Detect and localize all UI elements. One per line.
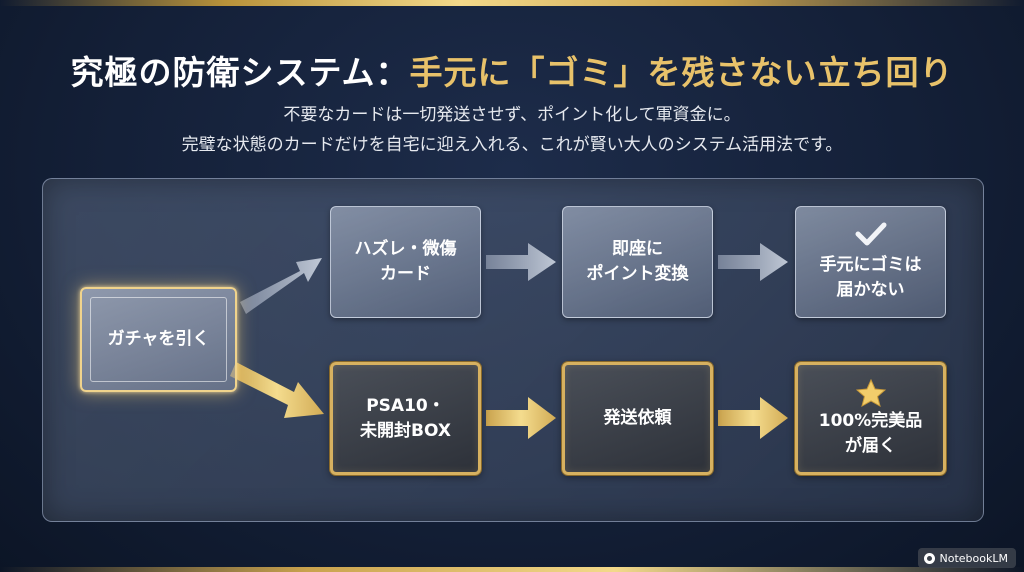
node-no-junk-line-2: 届かない <box>836 280 905 300</box>
arrow-start-to-top <box>240 258 322 314</box>
notebooklm-watermark: NotebookLM <box>917 548 1016 568</box>
node-no-junk-line-1: 手元にゴミは <box>819 255 922 276</box>
node-perfect-arrives: 100%完美品 が届く <box>795 362 946 475</box>
watermark-label: NotebookLM <box>939 551 1008 565</box>
node-perfect-line-2: が届く <box>845 435 896 456</box>
start-node-gacha: ガチャを引く <box>80 287 237 392</box>
node-defect-card-line-1: ハズレ・微傷 <box>354 239 457 260</box>
check-icon <box>855 222 886 246</box>
arrow-top-1-to-2 <box>486 243 556 281</box>
top-gold-accent <box>0 0 1024 6</box>
star-icon <box>855 378 886 407</box>
node-point-convert-line-2: ポイント変換 <box>586 264 689 284</box>
node-psa10-line-2: 未開封BOX <box>360 420 451 441</box>
notebooklm-icon <box>923 552 935 564</box>
arrow-start-to-bottom <box>230 362 324 418</box>
arrow-bottom-2-to-3 <box>718 397 788 439</box>
node-no-junk: 手元にゴミは 届かない <box>795 206 946 318</box>
node-defect-card-line-2: カード <box>380 264 431 284</box>
node-psa10-line-1: PSA10・ <box>366 395 445 416</box>
bottom-gold-accent <box>0 567 1024 572</box>
node-point-convert: 即座に ポイント変換 <box>562 206 713 318</box>
node-ship-request: 発送依頼 <box>562 362 713 475</box>
node-point-convert-line-1: 即座に <box>612 239 663 260</box>
title-main: 究極の防衛システム： <box>70 53 410 92</box>
arrow-top-2-to-3 <box>718 243 788 281</box>
arrow-bottom-1-to-2 <box>486 397 556 439</box>
start-node-inner-frame <box>90 297 227 382</box>
node-ship-request-label: 発送依頼 <box>603 408 672 429</box>
subtitle-line-2: 完璧な状態のカードだけを自宅に迎え入れる、これが賢い大人のシステム活用法です。 <box>181 135 843 155</box>
node-psa10-box: PSA10・ 未開封BOX <box>330 362 481 475</box>
title-accent: 手元に「ゴミ」を残さない立ち回り <box>409 53 954 92</box>
page-title: 究極の防衛システム：手元に「ゴミ」を残さない立ち回り <box>0 46 1024 94</box>
start-node-label: ガチャを引く <box>107 329 210 350</box>
node-perfect-line-1: 100%完美品 <box>818 410 923 431</box>
node-defect-card: ハズレ・微傷 カード <box>330 206 481 318</box>
subtitle-line-1: 不要なカードは一切発送させず、ポイント化して軍資金に。 <box>283 105 741 125</box>
